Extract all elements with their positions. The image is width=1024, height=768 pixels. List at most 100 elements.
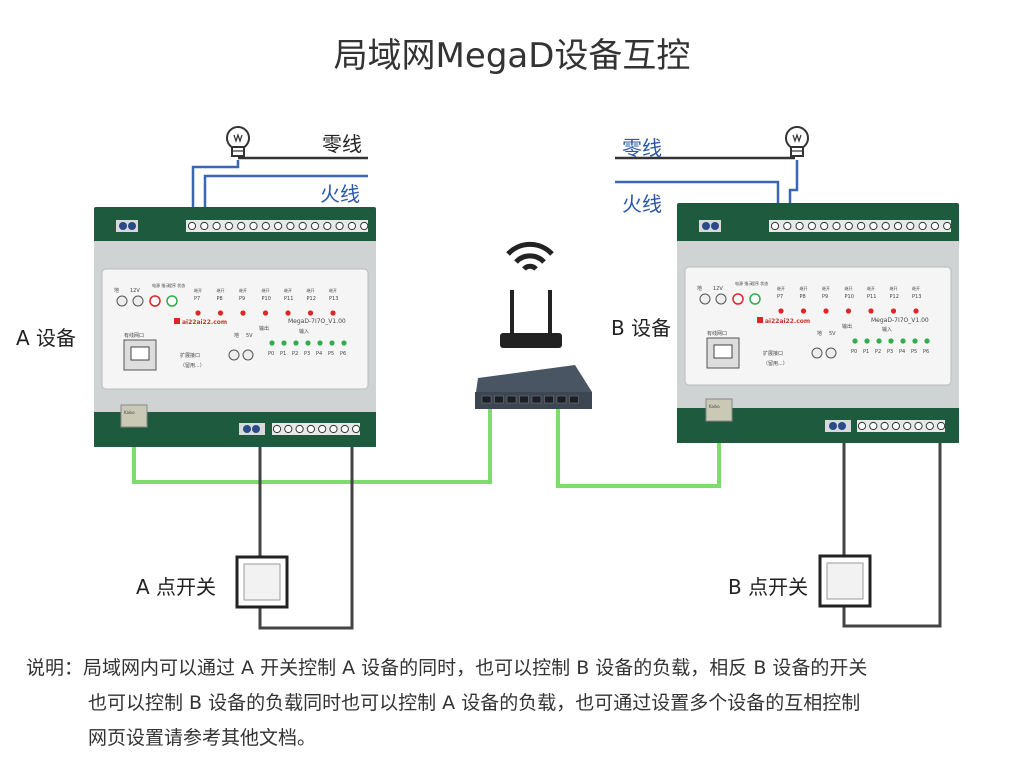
input-led [329, 340, 335, 346]
svg-text:地: 地 [114, 287, 119, 294]
terminal-screw [918, 221, 927, 231]
output-port-label: P9 [239, 296, 245, 302]
output-port-label: P8 [217, 296, 223, 302]
input-led [305, 340, 311, 346]
network-switch-icon [475, 365, 592, 409]
svg-text:ai22ai22.com: ai22ai22.com [182, 319, 227, 326]
input-led [341, 340, 347, 346]
output-led [217, 310, 224, 316]
svg-text:ai22ai22.com: ai22ai22.com [765, 318, 810, 325]
relay-label: 继开 [845, 285, 853, 291]
left-live-wires [191, 160, 368, 222]
explanation-note: 说明：局域网内可以通过 A 开关控制 A 设备的同时，也可以控制 B 设备的负载… [26, 651, 1006, 756]
output-led [778, 308, 784, 314]
svg-text:扩展接口: 扩展接口 [763, 350, 783, 357]
input-led [852, 338, 858, 344]
terminal-screw [295, 424, 304, 434]
terminal-screw [795, 221, 804, 231]
page-title: 局域网MegaD设备互控 [333, 36, 691, 76]
hub-port [494, 395, 504, 404]
relay-label: 继开 [867, 285, 875, 291]
terminal-screw [820, 221, 829, 231]
terminal-screw [329, 424, 338, 434]
terminal-screw [770, 221, 780, 231]
output-port-label: P10 [845, 294, 854, 300]
neutral-label-left: 零线 [322, 132, 362, 156]
relay-label: 继开 [800, 285, 808, 291]
output-port-label: P13 [912, 294, 921, 300]
terminal-screw [284, 424, 293, 434]
output-port-label: P7 [194, 296, 200, 302]
input-led [281, 340, 287, 346]
terminal-screw [869, 421, 878, 431]
terminal-screw [906, 221, 915, 231]
svg-text:（留用...）: （留用...） [180, 362, 205, 369]
svg-text:地: 地 [697, 285, 702, 292]
output-led [845, 308, 852, 314]
relay-label: 继开 [822, 285, 830, 291]
device-a-label: A 设备 [16, 326, 77, 350]
output-port-label: P11 [867, 294, 876, 300]
relay-label: 继开 [284, 287, 292, 293]
output-port-label: P12 [890, 294, 899, 300]
terminal-screw [286, 221, 295, 231]
terminal-screw [212, 221, 221, 231]
input-led [924, 338, 930, 344]
svg-text:MegaD-7I7O_V1.00: MegaD-7I7O_V1.00 [871, 317, 929, 324]
svg-text:（留用...）: （留用...） [763, 360, 788, 367]
output-led [195, 310, 201, 316]
output-led [262, 310, 269, 316]
terminal-screw [943, 221, 952, 231]
terminal-screw [783, 221, 792, 231]
relay-label: 继开 [890, 285, 898, 291]
svg-text:有线网口: 有线网口 [124, 332, 144, 339]
terminal-screw [937, 421, 946, 431]
5v-label: 5V [246, 333, 253, 339]
relay-label: 继开 [307, 287, 315, 293]
terminal-screw [360, 221, 369, 231]
input-label: 输入 [299, 328, 309, 335]
relay-label: 继开 [239, 287, 247, 293]
input-port-label: P2 [875, 349, 881, 355]
input-port-label: P5 [911, 349, 917, 355]
terminal-screw [272, 424, 282, 434]
input-led [876, 338, 882, 344]
terminal-screw [306, 424, 315, 434]
note-line-1: 局域网内可以通过 A 开关控制 A 设备的同时，也可以控制 B 设备的负载，相反… [83, 657, 868, 679]
svg-text:Kaiko: Kaiko [709, 404, 720, 409]
terminal-screw [298, 221, 307, 231]
note-line-3: 网页设置请参考其他文档。 [88, 727, 317, 749]
relay-label: 继开 [217, 287, 225, 293]
switch-a-wires [258, 440, 354, 630]
output-port-label: P9 [822, 294, 828, 300]
svg-text:电源 指示: 电源 指示 [152, 282, 169, 288]
switch-a-icon [235, 555, 289, 609]
input-led [293, 340, 299, 346]
input-led [900, 338, 906, 344]
terminal-screw [891, 421, 900, 431]
input-port-label: P1 [280, 351, 286, 357]
svg-text:扩展接口: 扩展接口 [180, 352, 200, 359]
terminal-screw [323, 221, 332, 231]
note-prefix: 说明： [26, 657, 84, 679]
output-port-label: P7 [777, 294, 783, 300]
svg-text:电源 指示: 电源 指示 [735, 280, 752, 286]
hub-port [531, 395, 542, 404]
svg-text:12V: 12V [713, 286, 723, 292]
hub-port [506, 395, 517, 404]
output-label: 输出 [842, 323, 852, 330]
input-led [864, 338, 870, 344]
relay-label: 继开 [329, 287, 337, 293]
terminal-screw [832, 221, 841, 231]
svg-text:MegaD-7I7O_V1.00: MegaD-7I7O_V1.00 [288, 318, 346, 325]
terminal-screw [310, 221, 320, 231]
live-label-left: 火线 [320, 182, 360, 206]
output-led [307, 310, 314, 316]
live-label-right: 火线 [622, 192, 662, 216]
svg-text:程序 状态: 程序 状态 [751, 280, 768, 286]
terminal-screw [347, 221, 356, 231]
terminal-screw [340, 424, 349, 434]
